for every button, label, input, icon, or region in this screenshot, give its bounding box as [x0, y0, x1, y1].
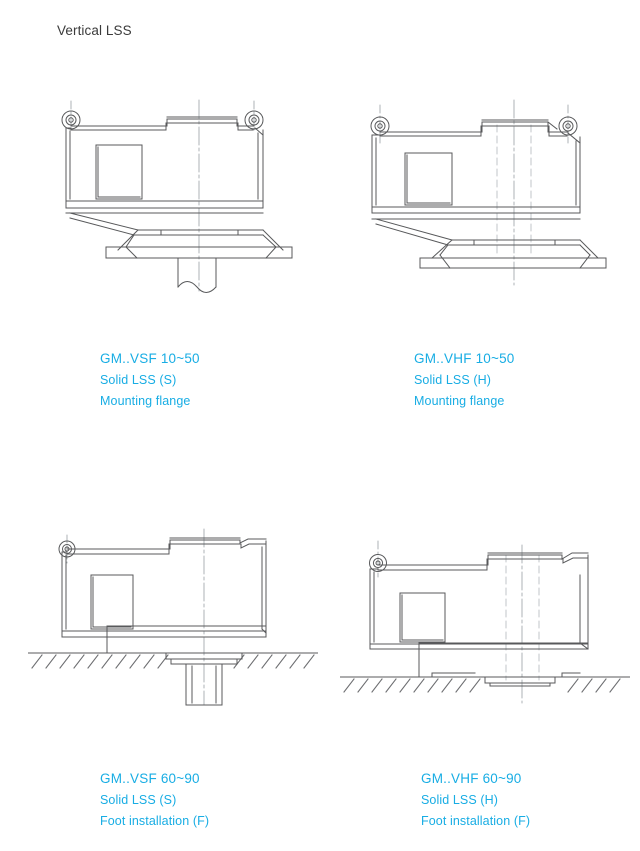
caption-title: GM..VSF 10~50: [100, 351, 200, 366]
inspection-cover-panel: [404, 152, 453, 206]
mounting-flange-cone: [431, 239, 599, 259]
caption-title: GM..VHF 10~50: [414, 351, 515, 366]
lifting-lug-right: [244, 100, 264, 132]
housing-body-inner: [69, 130, 259, 200]
lower-taper-rib: [69, 212, 139, 236]
lifting-lug-left: [370, 104, 390, 144]
caption-line-mounting: Mounting flange: [100, 394, 191, 408]
lifting-lug-right: [558, 104, 578, 144]
output-shaft-solid-down: [185, 663, 223, 706]
caption-line-lss: Solid LSS (H): [414, 373, 492, 387]
foot-pad-left: [431, 672, 476, 678]
base-plate-band: [61, 630, 267, 638]
lower-taper-rib: [375, 218, 453, 246]
shaft-flange-collar: [165, 652, 243, 665]
lifting-lug: [369, 540, 387, 578]
foot-base-block: [106, 625, 267, 654]
figure-gearbox-vhf-flange-mount: [352, 95, 612, 295]
caption-line-mounting: Mounting flange: [414, 394, 505, 408]
mounting-flange-plate: [419, 257, 607, 269]
ground-hatching: [343, 678, 621, 693]
caption-line-lss: Solid LSS (H): [421, 793, 499, 807]
housing-body-outline: [371, 132, 581, 214]
lifting-lug-left: [61, 100, 81, 132]
hidden-bore-lines: [505, 554, 540, 681]
foot-base-block: [418, 642, 589, 678]
caption-title: GM..VHF 60~90: [421, 771, 522, 786]
inspection-cover-panel: [399, 592, 446, 643]
base-plate-band: [65, 200, 264, 214]
hollow-shaft-flange-collar: [484, 676, 556, 687]
housing-body-inner: [65, 546, 267, 634]
foot-pad-right: [561, 672, 581, 678]
flange-face-lines: [473, 239, 556, 246]
flange-fillets: [125, 246, 277, 259]
caption-line-mounting: Foot installation (F): [421, 814, 531, 828]
caption-gearbox-vsf-foot-mount: GM..VSF 60~90 Solid LSS (S) Foot install…: [100, 771, 209, 828]
output-shaft-solid: [177, 257, 217, 293]
base-plate-band: [371, 206, 581, 220]
caption-line-lss: Solid LSS (S): [100, 373, 177, 387]
caption-line-mounting: Foot installation (F): [100, 814, 210, 828]
caption-gearbox-vhf-flange-mount: GM..VHF 10~50 Solid LSS (H) Mounting fla…: [414, 351, 515, 408]
inspection-cover-panel: [90, 574, 134, 630]
inspection-cover-panel: [95, 144, 143, 200]
flange-fillets: [439, 254, 591, 269]
flange-face-lines: [160, 229, 239, 236]
figure-gearbox-vhf-foot-mount: [340, 525, 630, 710]
housing-top-rail: [377, 552, 589, 571]
housing-top-rail: [70, 116, 255, 131]
ground-hatching: [31, 654, 315, 669]
caption-gearbox-vsf-flange-mount: GM..VSF 10~50 Solid LSS (S) Mounting fla…: [100, 351, 200, 408]
caption-gearbox-vhf-foot-mount: GM..VHF 60~90 Solid LSS (H) Foot install…: [421, 771, 530, 828]
figure-gearbox-vsf-foot-mount: [28, 525, 318, 710]
figure-gearbox-vsf-flange-mount: [40, 95, 300, 295]
housing-top-rail: [66, 537, 267, 555]
caption-title: GM..VSF 60~90: [100, 771, 200, 786]
page-title: Vertical LSS: [57, 23, 132, 38]
housing-body-outline: [369, 554, 589, 650]
housing-top-rail: [379, 119, 569, 137]
base-plate-band: [369, 643, 589, 650]
housing-body-inner: [375, 137, 577, 206]
caption-line-lss: Solid LSS (S): [100, 793, 177, 807]
